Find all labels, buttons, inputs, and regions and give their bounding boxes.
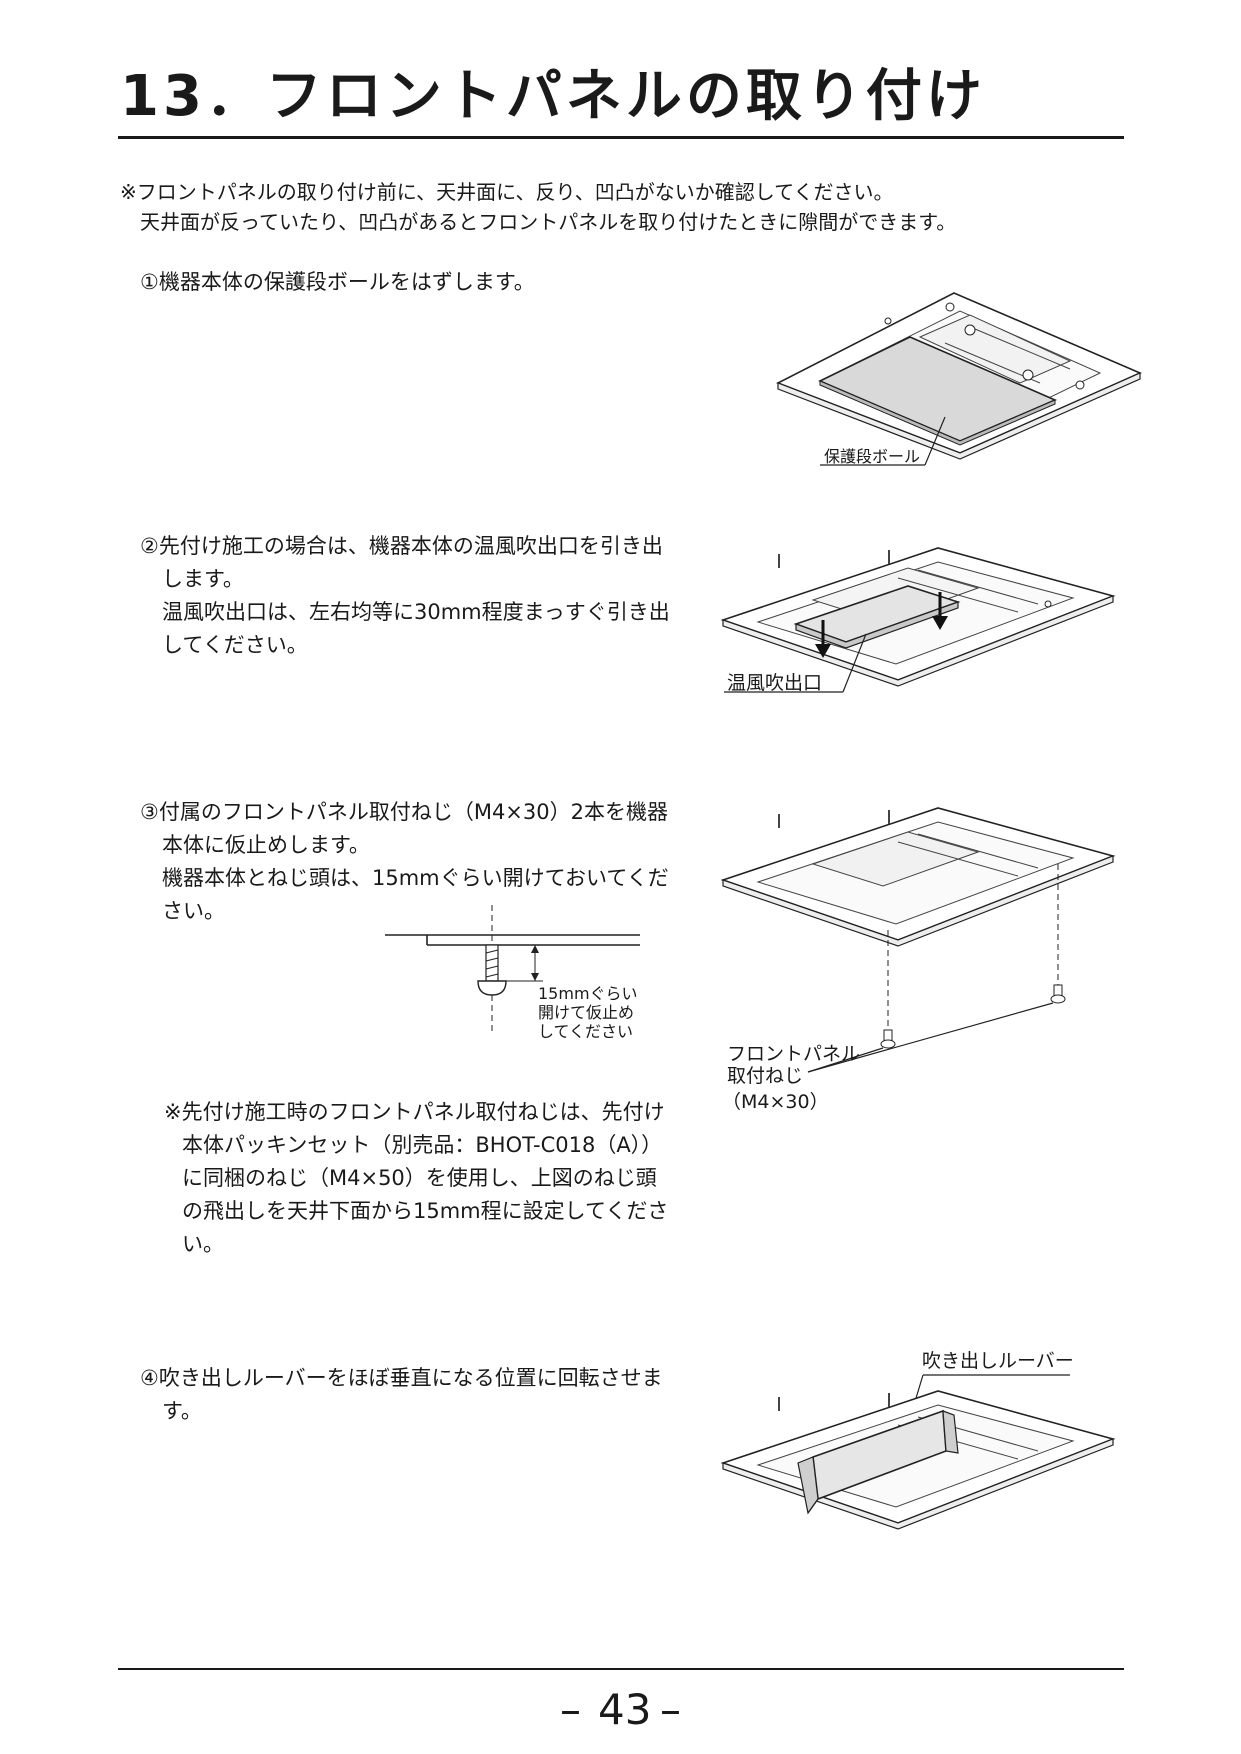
step-3-subnote-line-3: に同梱のねじ（M4×50）を使用し、上図のねじ頭 bbox=[182, 1166, 657, 1190]
page-number: 43 bbox=[598, 1685, 652, 1734]
step-2-line-2: します。 bbox=[162, 567, 244, 591]
front-panel-screw-label-2: 取付ねじ bbox=[727, 1065, 804, 1087]
step-3-line-3: 機器本体とねじ頭は、15mmぐらい開けておいてくだ bbox=[162, 866, 669, 890]
step-1-text: ①機器本体の保護段ボールをはずします。 bbox=[140, 270, 535, 294]
screw-gap-label-2: 開けて仮止め bbox=[538, 1003, 635, 1022]
step-3-subnote-line-5: い。 bbox=[182, 1232, 224, 1256]
louver-label: 吹き出しルーバー bbox=[922, 1350, 1074, 1372]
page-number-dash-right: – bbox=[660, 1685, 681, 1734]
step-2-line-1: ②先付け施工の場合は、機器本体の温風吹出口を引き出 bbox=[140, 534, 663, 558]
screw-detail-figure bbox=[385, 905, 640, 1035]
footer-rule bbox=[118, 1668, 1124, 1670]
step-3-line-4: さい。 bbox=[162, 899, 225, 923]
step-4-line-2: す。 bbox=[162, 1399, 202, 1423]
title-rule bbox=[118, 136, 1124, 139]
intro-note-line-1: ※フロントパネルの取り付け前に、天井面に、反り、凹凸がないか確認してください。 bbox=[120, 180, 894, 204]
warm-air-outlet-label: 温風吹出口 bbox=[727, 672, 823, 694]
front-panel-screw-label-1: フロントパネル bbox=[727, 1043, 861, 1065]
cardboard-label: 保護段ボール bbox=[824, 447, 921, 466]
front-panel-screw-label-3: （M4×30） bbox=[722, 1091, 829, 1113]
step-3-line-2: 本体に仮止めします。 bbox=[162, 833, 370, 857]
step-3-subnote-line-1: ※先付け施工時のフロントパネル取付ねじは、先付け bbox=[164, 1100, 665, 1124]
screw-gap-label-1: 15mmぐらい bbox=[538, 984, 638, 1003]
screw-gap-label-3: してください bbox=[538, 1022, 634, 1041]
step-2-figure bbox=[720, 547, 1116, 693]
step-3-subnote-line-4: の飛出しを天井下面から15mm程に設定してくださ bbox=[182, 1199, 669, 1223]
step-4-figure bbox=[720, 1374, 1116, 1530]
step-2-line-3: 温風吹出口は、左右均等に30mm程度まっすぐ引き出 bbox=[162, 600, 670, 624]
page-title: 13．フロントパネルの取り付け bbox=[120, 64, 986, 129]
step-4-line-1: ④吹き出しルーバーをほぼ垂直になる位置に回転させま bbox=[140, 1366, 663, 1390]
step-1-figure bbox=[776, 292, 1142, 466]
step-3-line-1: ③付属のフロントパネル取付ねじ（M4×30）2本を機器 bbox=[140, 800, 668, 824]
step-2-line-4: してください。 bbox=[162, 633, 308, 657]
step-3-subnote-line-2: 本体パッキンセット（別売品：BHOT-C018（A）） bbox=[182, 1133, 663, 1157]
step-3-figure bbox=[720, 807, 1116, 1073]
page-number-dash-left: – bbox=[560, 1685, 581, 1734]
intro-note-line-2: 天井面が反っていたり、凹凸があるとフロントパネルを取り付けたときに隙間ができます… bbox=[140, 210, 957, 234]
